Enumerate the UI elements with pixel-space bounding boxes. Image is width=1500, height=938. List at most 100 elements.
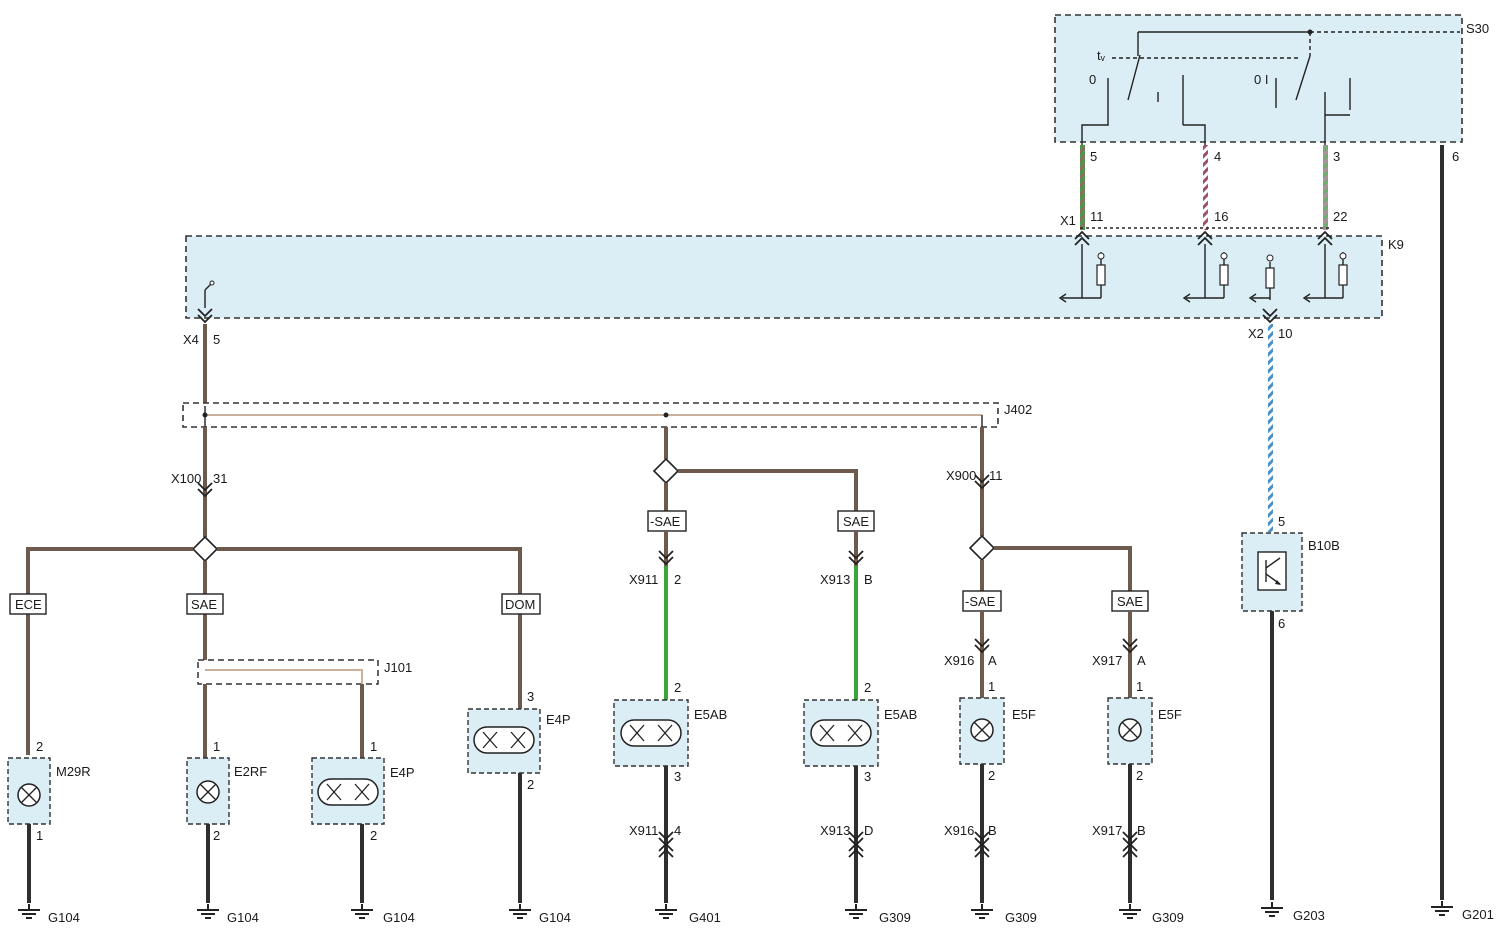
ground-icon: [17, 903, 41, 919]
x900-pin-11: 11: [989, 468, 1003, 483]
pin-s30-3: 3: [1333, 149, 1340, 164]
ground-icon: [970, 903, 994, 919]
x913-pin-d: D: [864, 823, 873, 838]
ground-icon: [196, 903, 220, 919]
ground-icon: [1118, 903, 1142, 919]
x1-label: X1: [1060, 213, 1076, 228]
k9-label: K9: [1388, 237, 1404, 252]
b10b-pin-6: 6: [1278, 616, 1285, 631]
x1-pin-22: 22: [1333, 209, 1347, 224]
lamp-e5ab-1-pin-top: 2: [674, 680, 681, 695]
wire-to-sae2: [678, 469, 858, 511]
double-bulb-icon: [317, 778, 379, 806]
x916-label-top: X916: [944, 653, 974, 668]
j101-module: [197, 659, 379, 685]
pin-s30-4: 4: [1214, 149, 1221, 164]
wire-to-e4p-dom: [217, 547, 522, 709]
x917-label-top: X917: [1092, 653, 1122, 668]
wire-to-sae3: [994, 546, 1132, 591]
double-bulb-icon: [473, 726, 535, 754]
lamp-e4p-1-pin-bot: 2: [370, 828, 377, 843]
lamp-e5f-2-pin-top: 1: [1136, 679, 1143, 694]
bulb-icon: [970, 718, 994, 742]
x913-label-bottom: X913: [820, 823, 850, 838]
variant-dom: DOM: [505, 597, 535, 612]
x2-pin-10: 10: [1278, 326, 1292, 341]
x4-label: X4: [183, 332, 199, 347]
x917-label-bottom: X917: [1092, 823, 1122, 838]
wire-x2-b10b: [1268, 324, 1273, 532]
lamp-e2rf-pin-bot: 2: [213, 828, 220, 843]
x4-pin-5: 5: [213, 332, 220, 347]
bulb-icon: [196, 780, 220, 804]
variant-dom-box: [501, 593, 541, 615]
x911-label-bottom: X911: [629, 823, 658, 838]
lamp-e5f-2-pin-bot: 2: [1136, 768, 1143, 783]
b10b-transistor-icon: [1257, 551, 1287, 591]
j402-label: J402: [1004, 402, 1032, 417]
double-bulb-icon: [810, 719, 872, 747]
switch-pos-0-left: 0: [1089, 72, 1096, 87]
x917-pin-b: B: [1137, 823, 1146, 838]
x900-splice-icon: [969, 535, 995, 561]
lamp-m29r-pin-top: 2: [36, 739, 43, 754]
ground-g203: G203: [1293, 908, 1325, 923]
ground-g309-3: G309: [1152, 910, 1184, 925]
ground-g104-2: G104: [227, 910, 259, 925]
ground-icon: [844, 903, 868, 919]
lamp-e5f-1-pin-top: 1: [988, 679, 995, 694]
lamp-e5f-1-pin-bot: 2: [988, 768, 995, 783]
x900-label: X900: [946, 468, 976, 483]
lamp-e5f-2-label: E5F: [1158, 707, 1182, 722]
ground-icon: [1260, 901, 1284, 917]
wire-to-m29r: [26, 547, 193, 755]
variant-ece-box: [9, 593, 47, 615]
pin-s30-5: 5: [1090, 149, 1097, 164]
x916-pin-b: B: [988, 823, 997, 838]
variant-nsae2: -SAE: [965, 594, 996, 609]
ground-g104-4: G104: [539, 910, 571, 925]
ground-icon: [350, 903, 374, 919]
switch-tv-label: tᵥ: [1097, 48, 1106, 63]
ground-icon: [1430, 900, 1454, 916]
double-bulb-icon: [620, 719, 682, 747]
k9-internal-circuit: [204, 244, 1348, 308]
lamp-e5f-1-label: E5F: [1012, 707, 1036, 722]
x100-pin-31: 31: [213, 471, 227, 486]
pin-s30-6: 6: [1452, 149, 1459, 164]
ground-g201: G201: [1462, 907, 1494, 922]
x911-pin-2: 2: [674, 572, 681, 587]
x911-label-top: X911: [629, 572, 658, 587]
x2-label: X2: [1248, 326, 1264, 341]
lamp-e5ab-1-label: E5AB: [694, 707, 727, 722]
bulb-icon: [17, 783, 41, 807]
ground-g104-1: G104: [48, 910, 80, 925]
variant-sae3: SAE: [1117, 594, 1143, 609]
switch-pos-0i-right: 0 I: [1254, 72, 1268, 87]
b10b-label: B10B: [1308, 538, 1340, 553]
lamp-e4p-1-pin-top: 1: [370, 739, 377, 754]
ground-icon: [654, 903, 678, 919]
x1-pin-11: 11: [1090, 209, 1104, 224]
variant-ece: ECE: [15, 597, 42, 612]
variant-sae1: SAE: [191, 597, 217, 612]
x911-pin-4: 4: [674, 823, 681, 838]
x100-label: X100: [171, 471, 201, 486]
lamp-m29r-pin-bot: 1: [36, 828, 43, 843]
lamp-m29r-label: M29R: [56, 764, 91, 779]
x916-label-bottom: X916: [944, 823, 974, 838]
bulb-icon: [1118, 718, 1142, 742]
ground-icon: [508, 903, 532, 919]
s30-module: [1054, 14, 1463, 143]
s30-label: S30: [1466, 21, 1489, 36]
x913-pin-b: B: [864, 572, 873, 587]
lamp-e5f-right: [1107, 697, 1153, 765]
x100-splice-icon: [192, 536, 218, 562]
variant-nsae1: -SAE: [650, 514, 681, 529]
lamp-e5ab-2-pin-top: 2: [864, 680, 871, 695]
lamp-e5ab-2-label: E5AB: [884, 707, 917, 722]
j101-label: J101: [384, 660, 412, 675]
variant-sae2: SAE: [843, 514, 869, 529]
lamp-e4p-1-label: E4P: [390, 765, 415, 780]
